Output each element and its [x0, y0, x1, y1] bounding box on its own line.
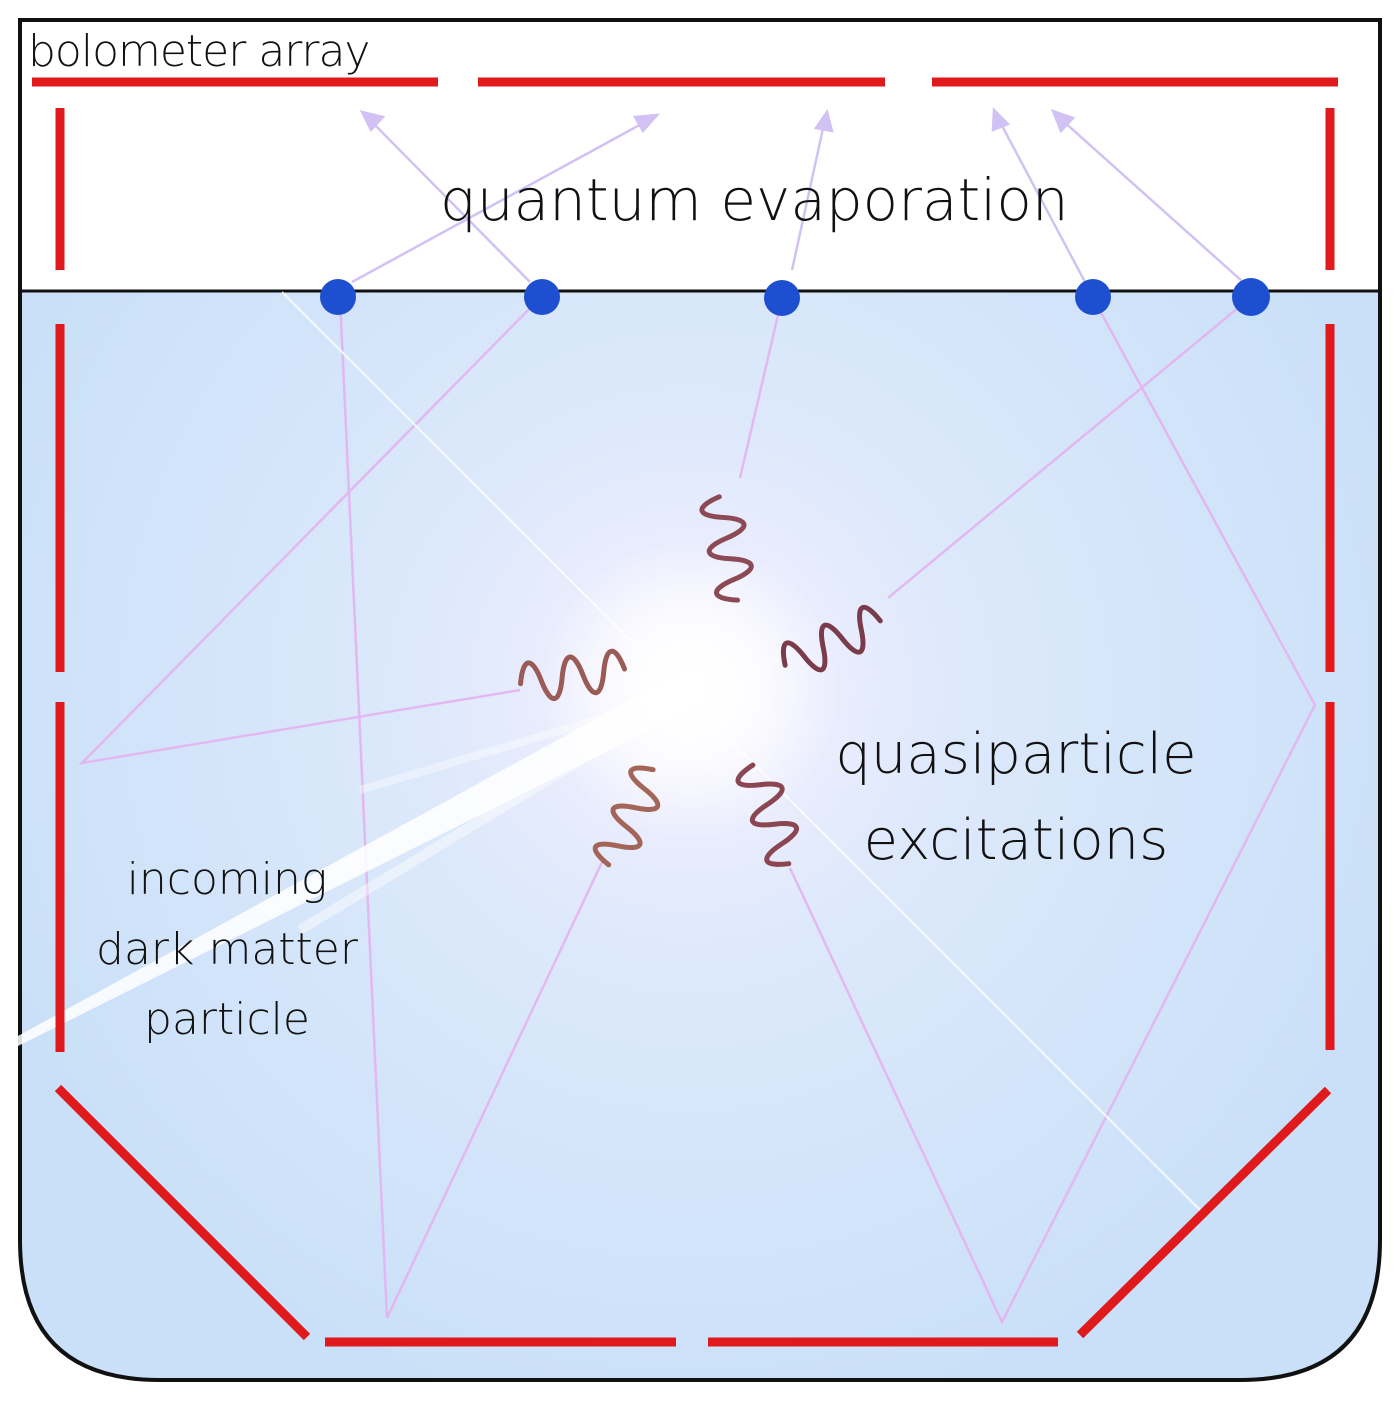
- incoming-label-line-1: incoming: [126, 854, 328, 905]
- bolometer-array-label: bolometer array: [28, 26, 370, 77]
- evaporation-arrows: [351, 107, 1244, 284]
- helium-atom-4: [1075, 279, 1111, 315]
- bottom-right-diagonal-bar: [1076, 1086, 1332, 1339]
- evap-arrow-1-head: [359, 110, 386, 133]
- wave-up: [699, 494, 754, 603]
- beam-cone: [18, 675, 700, 1046]
- incoming-particle-label: incoming dark matter particle: [95, 845, 359, 1055]
- wave-left: [518, 648, 628, 702]
- trajectory-2: [338, 297, 605, 1319]
- quasiparticle-waves: [518, 494, 883, 868]
- quantum-evaporation-label: quantum evaporation: [440, 166, 1069, 234]
- sensor-bars: [32, 77, 1338, 1347]
- dark-matter-beam: [18, 291, 1206, 1216]
- bottom-left-diagonal-bar: [54, 1084, 311, 1341]
- quasiparticle-trajectories: [78, 297, 1317, 1325]
- quasiparticle-excitations-label: quasiparticle excitations: [830, 712, 1202, 884]
- trajectory-5: [788, 297, 1317, 1325]
- wave-lower-right: [735, 762, 799, 867]
- trajectory-3: [738, 297, 784, 479]
- evap-arrow-1-shaft: [371, 121, 531, 283]
- evap-arrow-4-shaft: [998, 121, 1087, 283]
- evap-arrow-4-head: [991, 107, 1011, 132]
- incoming-label-line-2: dark matter: [96, 924, 358, 975]
- quasiparticle-label-line-1: quasiparticle: [835, 722, 1197, 787]
- incoming-label-line-3: particle: [144, 994, 310, 1045]
- helium-atom-3: [764, 280, 800, 316]
- helium-atom-5: [1232, 278, 1270, 316]
- evap-arrow-3-head: [813, 109, 834, 133]
- quasiparticle-label-line-2: excitations: [863, 808, 1169, 873]
- helium-atom-2: [524, 279, 560, 315]
- evap-arrow-5-shaft: [1061, 119, 1244, 283]
- trajectory-1: [78, 297, 541, 765]
- evap-arrow-3-shaft: [790, 123, 826, 271]
- evap-arrow-2-shaft: [351, 120, 646, 284]
- evaporated-atoms: [320, 278, 1270, 316]
- trajectory-4: [887, 297, 1251, 599]
- interaction-flash: [540, 540, 840, 840]
- wave-right: [780, 605, 883, 673]
- helium-atom-1: [320, 279, 356, 315]
- evap-arrow-5-head: [1050, 108, 1076, 134]
- evap-arrow-2-head: [632, 113, 660, 134]
- wave-lower-left: [592, 765, 661, 868]
- vessel-outline: [18, 18, 1382, 1382]
